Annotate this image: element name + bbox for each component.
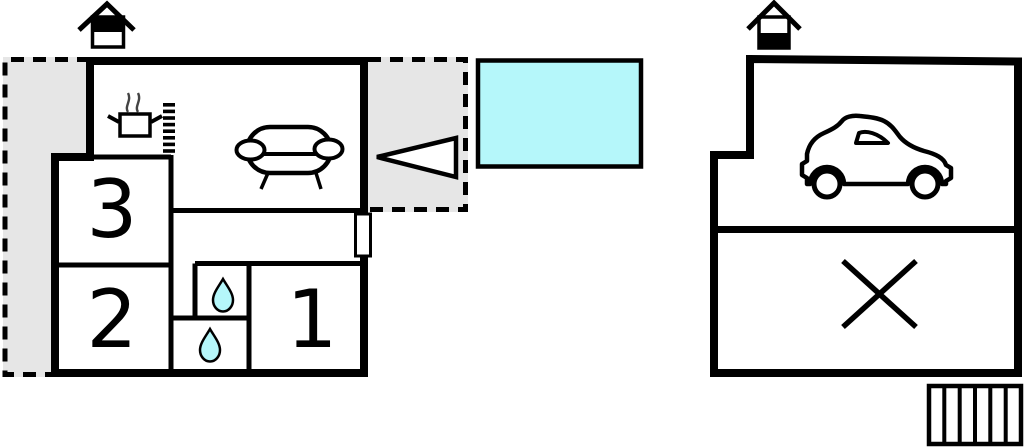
- pool: [475, 58, 644, 169]
- sofa-icon: [234, 124, 345, 190]
- main-house-chimney-icon: [77, 0, 136, 49]
- pot-handles: [107, 114, 163, 124]
- car-wheel: [811, 168, 843, 200]
- left-terrace: [2, 57, 90, 377]
- stove-icon: [107, 92, 163, 138]
- exterior-stairs-icon: [926, 383, 1024, 447]
- car-body: [799, 113, 954, 187]
- sofa-legs: [259, 172, 323, 190]
- car-wheel: [909, 168, 941, 200]
- water-drop-icon: [198, 326, 222, 363]
- entrance-arrow-icon: [376, 135, 459, 180]
- sofa-armrest: [312, 137, 345, 161]
- car-icon: [799, 113, 954, 200]
- main-house-interior-walls: [55, 154, 362, 371]
- pot-body: [118, 112, 152, 138]
- room-2-label: 2: [87, 273, 138, 366]
- left-terrace-dashed-border: [2, 57, 90, 377]
- door: [354, 212, 372, 258]
- chimney-roof: [77, 0, 136, 32]
- entrance-terrace: [368, 57, 468, 212]
- crossed-area-icon: [841, 258, 918, 330]
- left-terrace-area: [3, 57, 90, 377]
- main-house: 3 2 1: [51, 57, 372, 377]
- entrance-terrace-area: [368, 57, 468, 212]
- stair-steps: [942, 386, 1008, 444]
- outbuilding: [710, 54, 1022, 377]
- room-3-label: 3: [87, 163, 138, 256]
- steam-line: [135, 92, 141, 113]
- room-1-label: 1: [287, 273, 338, 366]
- car-window: [854, 129, 890, 145]
- outbuilding-chimney-icon: [746, 0, 802, 50]
- chimney-roof: [746, 0, 802, 31]
- sofa-armrest: [234, 138, 267, 162]
- entrance-terrace-dashed-border: [368, 57, 468, 212]
- steam-line: [125, 92, 131, 113]
- water-drop-icon: [211, 276, 235, 313]
- outbuilding-exterior-walls: [710, 54, 1022, 377]
- stairs-icon: [163, 103, 175, 153]
